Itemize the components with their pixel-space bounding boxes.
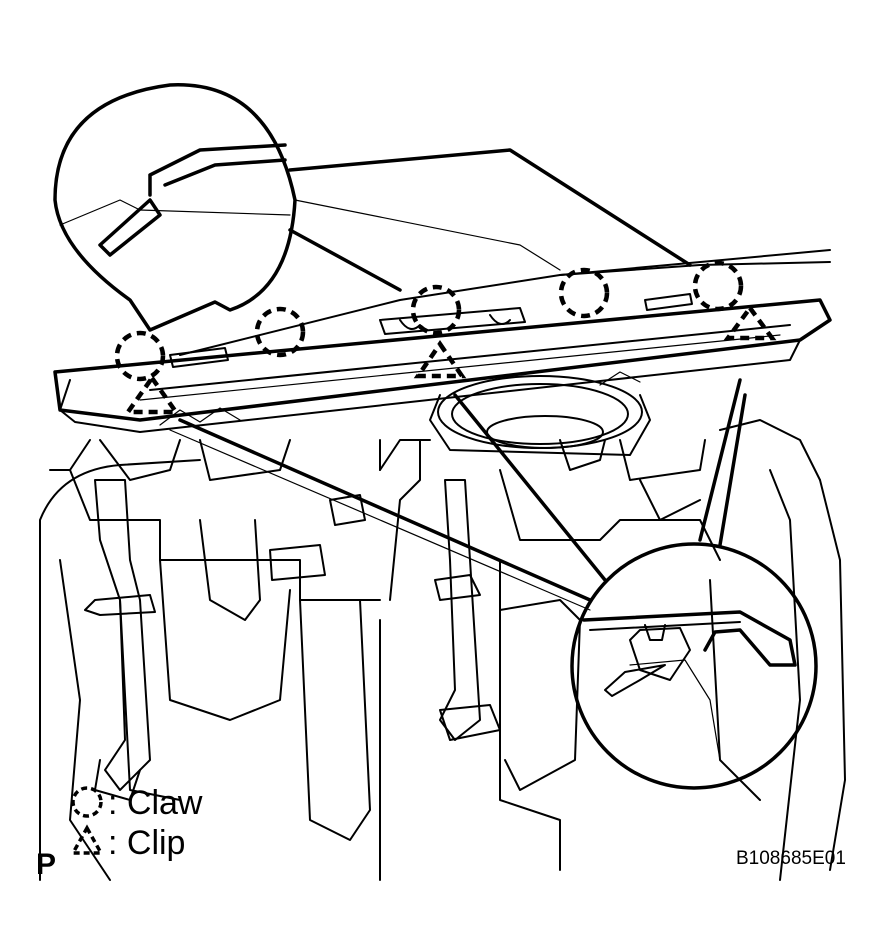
speaker	[429, 375, 651, 456]
upper-detail-callout	[53, 83, 297, 332]
claw-legend-label: : Claw	[108, 784, 203, 822]
view-letter: P	[36, 848, 57, 881]
clip-markers	[123, 304, 777, 415]
upper-callout-leader	[288, 148, 692, 292]
claw-markers	[114, 260, 744, 382]
dashed-triangle-icon	[70, 824, 104, 855]
package-tray-trim	[53, 249, 832, 433]
clip-legend-label: : Clip	[108, 824, 186, 862]
dashed-circle-icon	[71, 786, 103, 818]
lower-detail-callout	[570, 542, 818, 790]
lower-callout-leader	[169, 378, 747, 611]
figure-code: B108685E01	[736, 848, 846, 869]
